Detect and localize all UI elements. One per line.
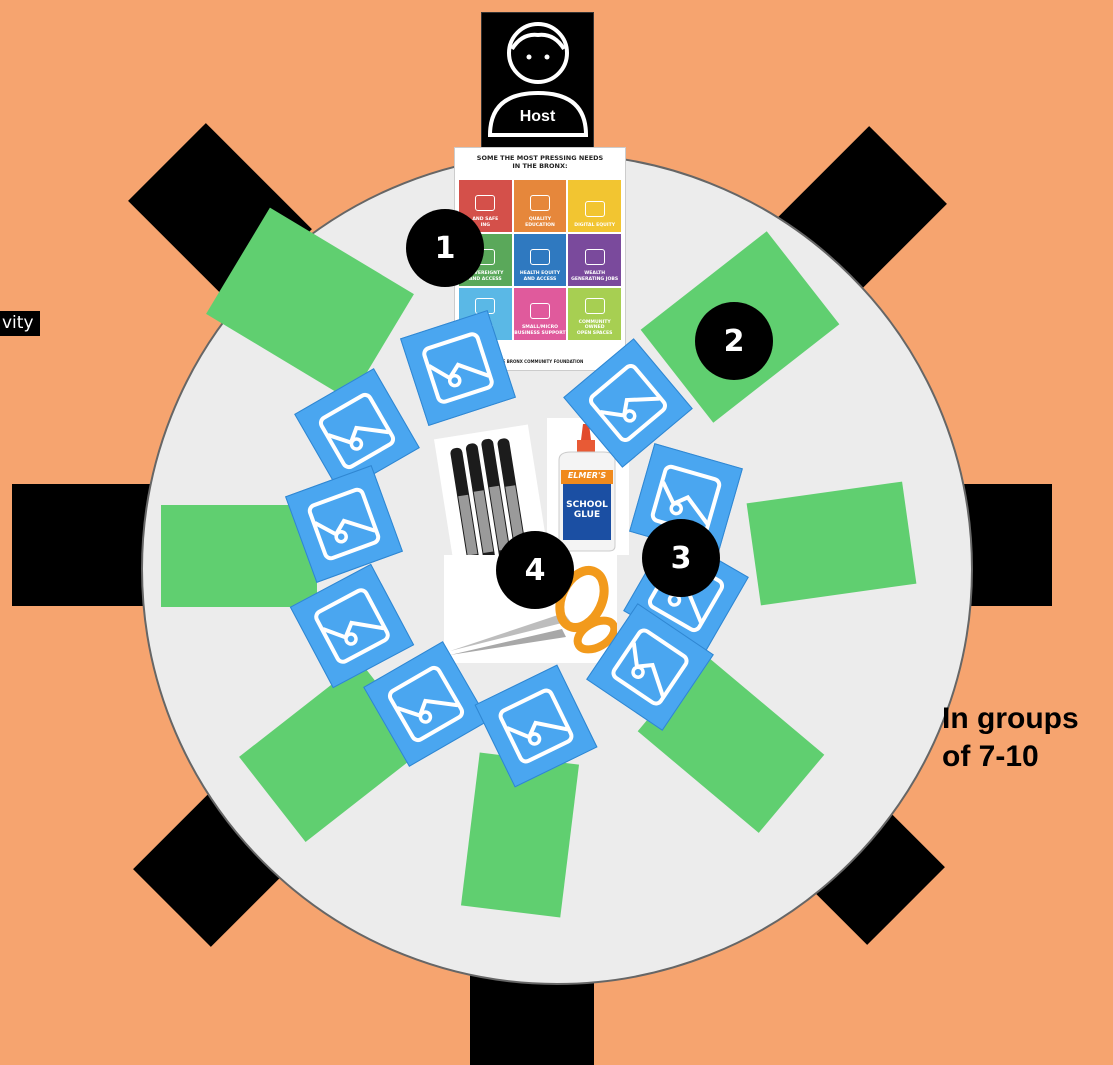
image-icon <box>492 682 580 770</box>
poster-cell: SMALL/MICRO BUSINESS SUPPORT <box>514 288 567 340</box>
need-icon <box>585 201 605 217</box>
poster-cell: COMMUNITY OWNED OPEN SPACES <box>568 288 621 340</box>
host-seat: Host <box>481 12 594 150</box>
host-label: Host <box>482 108 593 126</box>
badge-4: 4 <box>496 531 574 609</box>
image-icon <box>604 621 696 713</box>
badge-1: 1 <box>406 209 484 287</box>
badge-3: 3 <box>642 519 720 597</box>
activity-label: vity <box>0 311 40 336</box>
person-icon <box>482 13 595 151</box>
note-card[interactable] <box>747 482 917 606</box>
image-icon <box>381 659 471 749</box>
poster-cell: QUALITY EDUCATION <box>514 180 567 232</box>
image-icon <box>416 326 499 409</box>
poster-title: SOME THE MOST PRESSING NEEDS IN THE BRON… <box>455 148 625 172</box>
chair-left <box>12 484 152 606</box>
image-icon <box>302 482 387 567</box>
glue-brand: ELMER'S <box>561 471 613 480</box>
poster-cell: HEALTH EQUITY AND ACCESS <box>514 234 567 286</box>
poster-cell-label: QUALITY EDUCATION <box>525 217 555 228</box>
poster-cell-label: WEALTH GENERATING JOBS <box>571 271 618 282</box>
need-icon <box>585 249 605 265</box>
glue-label: SCHOOL GLUE <box>565 500 609 520</box>
image-icon <box>582 357 675 450</box>
group-size-label: In groups of 7-10 <box>942 700 1079 776</box>
badge-2: 2 <box>695 302 773 380</box>
need-icon <box>585 298 605 314</box>
poster-cell-label: DIGITAL EQUITY <box>574 223 615 229</box>
poster-cell: DIGITAL EQUITY <box>568 180 621 232</box>
need-icon <box>530 249 550 265</box>
poster-cell-label: COMMUNITY OWNED OPEN SPACES <box>568 320 621 337</box>
need-icon <box>530 195 550 211</box>
image-icon <box>307 581 396 670</box>
poster-cell: WEALTH GENERATING JOBS <box>568 234 621 286</box>
need-icon <box>530 303 550 319</box>
poster-cell-label: HEALTH EQUITY AND ACCESS <box>520 271 560 282</box>
need-icon <box>475 195 495 211</box>
image-icon <box>312 386 402 476</box>
poster-cell-label: SMALL/MICRO BUSINESS SUPPORT <box>514 325 565 336</box>
